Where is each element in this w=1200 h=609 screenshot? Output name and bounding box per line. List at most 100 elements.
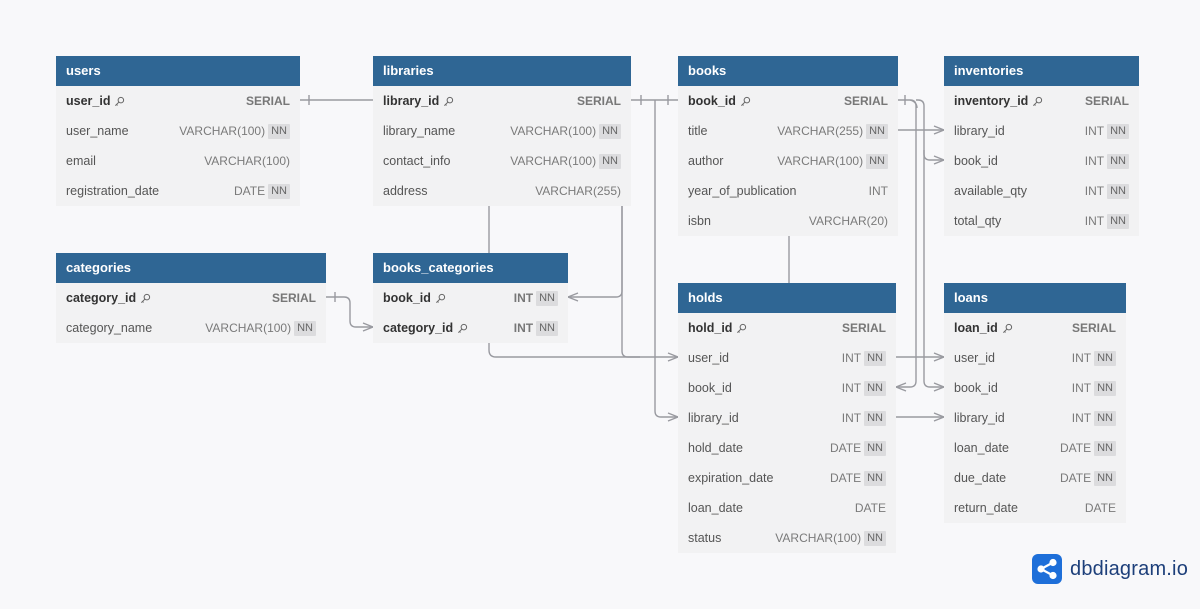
table-header[interactable]: inventories bbox=[944, 56, 1139, 86]
not-null-badge: NN bbox=[1107, 153, 1129, 169]
not-null-badge: NN bbox=[1094, 410, 1116, 426]
primary-key-icon bbox=[136, 283, 151, 313]
field-name: loan_date bbox=[954, 441, 1009, 455]
field-name: due_date bbox=[954, 471, 1007, 485]
field-type: VARCHAR(100) bbox=[775, 531, 862, 545]
field-row[interactable]: status VARCHAR(100)NN bbox=[678, 523, 896, 553]
field-name: book_id bbox=[688, 94, 736, 108]
table-header[interactable]: libraries bbox=[373, 56, 631, 86]
table-header[interactable]: holds bbox=[678, 283, 896, 313]
table-header[interactable]: books_categories bbox=[373, 253, 568, 283]
field-type: INT bbox=[513, 321, 534, 335]
field-name: loan_id bbox=[954, 321, 998, 335]
field-name: available_qty bbox=[954, 184, 1027, 198]
not-null-badge: NN bbox=[864, 530, 886, 546]
field-type: INT bbox=[841, 351, 862, 365]
not-null-badge: NN bbox=[864, 410, 886, 426]
field-name: status bbox=[688, 531, 722, 545]
field-type: INT bbox=[868, 184, 888, 198]
table-header[interactable]: books bbox=[678, 56, 898, 86]
field-name: library_id bbox=[688, 411, 739, 425]
field-name: contact_info bbox=[383, 154, 451, 168]
not-null-badge: NN bbox=[866, 123, 888, 139]
field-name: user_name bbox=[66, 124, 129, 138]
field-row[interactable]: book_id SERIAL bbox=[678, 86, 898, 116]
not-null-badge: NN bbox=[536, 320, 558, 336]
primary-key-icon bbox=[431, 283, 446, 313]
field-name: isbn bbox=[688, 214, 711, 228]
field-type: VARCHAR(20) bbox=[808, 214, 888, 228]
field-name: book_id bbox=[383, 291, 431, 305]
field-row[interactable]: year_of_publication INT bbox=[678, 176, 898, 206]
not-null-badge: NN bbox=[1094, 380, 1116, 396]
not-null-badge: NN bbox=[1107, 123, 1129, 139]
field-type: INT bbox=[1084, 124, 1105, 138]
field-type: SERIAL bbox=[843, 94, 888, 108]
field-name: total_qty bbox=[954, 214, 1002, 228]
brand-logo[interactable]: dbdiagram.io bbox=[1032, 553, 1188, 585]
not-null-badge: NN bbox=[536, 290, 558, 306]
table-header[interactable]: categories bbox=[56, 253, 326, 283]
field-type: SERIAL bbox=[576, 94, 621, 108]
link-categories-bookcats bbox=[326, 296, 373, 328]
field-name: book_id bbox=[688, 381, 732, 395]
table-header[interactable]: loans bbox=[944, 283, 1126, 313]
field-type: VARCHAR(255) bbox=[777, 124, 864, 138]
field-name: expiration_date bbox=[688, 471, 774, 485]
field-type: INT bbox=[1084, 154, 1105, 168]
field-name: user_id bbox=[688, 351, 729, 365]
field-type: SERIAL bbox=[841, 321, 886, 335]
field-name: year_of_publication bbox=[688, 184, 797, 198]
link-books-holdsbook bbox=[896, 99, 917, 388]
table-header[interactable]: users bbox=[56, 56, 300, 86]
link-books-loans bbox=[909, 99, 944, 388]
not-null-badge: NN bbox=[294, 320, 316, 336]
primary-key-icon bbox=[736, 86, 751, 116]
primary-key-icon bbox=[1028, 86, 1043, 116]
field-name: author bbox=[688, 154, 724, 168]
field-row[interactable]: isbn VARCHAR(20) bbox=[678, 206, 898, 236]
